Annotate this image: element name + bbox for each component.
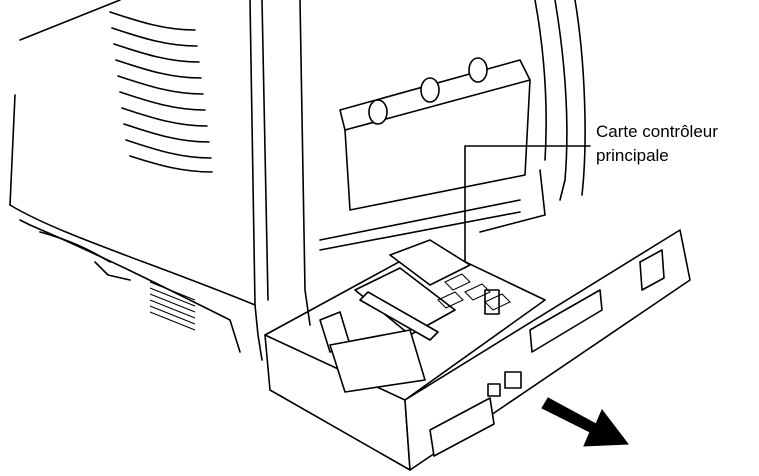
- roller-assembly: [319, 57, 546, 315]
- printer-body: [9, 0, 586, 361]
- callout-label: Carte contrôleur principale: [596, 120, 718, 168]
- controller-tray: [264, 229, 691, 471]
- vent-slats-lower: [149, 281, 196, 331]
- board-components: [319, 239, 511, 393]
- callout-line-1: Carte contrôleur: [596, 122, 718, 141]
- vent-slats-upper: [109, 11, 213, 173]
- pull-direction-arrow: [541, 397, 629, 447]
- callout-leader: [464, 145, 591, 269]
- callout-line-2: principale: [596, 146, 669, 165]
